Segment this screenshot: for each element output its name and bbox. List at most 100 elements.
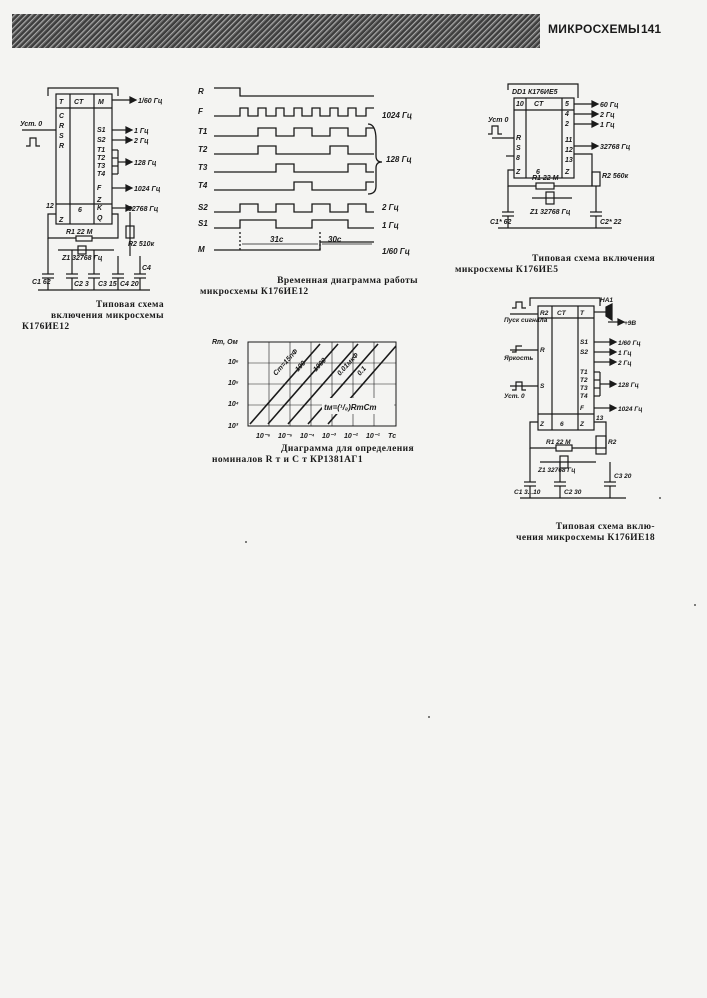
ie5-pin-2: 2	[564, 121, 569, 128]
ie12-label-t: T	[59, 99, 64, 106]
ie12-label-ct: CT	[74, 99, 84, 106]
ie5-comp-r1: R1 22 М	[532, 175, 559, 182]
wave-f	[214, 107, 374, 117]
ie12-comp-r1: R1 22 М	[66, 229, 93, 236]
ie12-label-c: C	[59, 113, 65, 120]
caption-ie5-circuit: Типовая схема включения микросхемы К176И…	[455, 254, 655, 276]
wave-t2	[214, 145, 374, 155]
sig-label-t1: T1	[198, 127, 208, 136]
caption-ie12-line1: Типовая схема	[95, 300, 164, 310]
ie5-comp-c2: C2* 22	[600, 219, 622, 226]
caption-ie18-line1: Типовая схема вклю-	[555, 522, 655, 532]
ie5-pin-11: 11	[565, 137, 572, 144]
ie5-comp-z1: Z1 32768 Гц	[529, 209, 571, 216]
rc-line-label-1000: 1000	[312, 357, 328, 373]
ie18-label-z1: Z	[539, 421, 545, 428]
rc-x-axis-label: Tс	[388, 433, 396, 440]
ie12-input-reset: Уст. 0	[20, 121, 42, 128]
ie18-input-brightness: Яркость	[503, 355, 533, 362]
rc-line-100	[267, 343, 339, 425]
scan-speck	[245, 541, 247, 543]
ie12-label-s: S	[59, 133, 64, 140]
timing-diagram: R F T1 T2 T3 T4 S2 S1 M 1024 Гц 128 Гц 2…	[198, 87, 412, 256]
wave-m	[214, 241, 374, 251]
scan-speck	[659, 497, 661, 499]
ie12-out-1024hz: 1024 Гц	[134, 186, 161, 193]
ie5-pin-4: 4	[564, 111, 569, 118]
ie18-label-s2: S2	[580, 349, 588, 356]
ie18-out-1024hz: 1024 Гц	[618, 406, 642, 413]
sig-label-t3: T3	[198, 163, 208, 172]
ie12-label-r2: R	[59, 143, 64, 150]
rc-x-tick-1e-4: 10⁻⁴	[300, 433, 314, 440]
ie12-comp-c3: C3 15	[98, 281, 117, 288]
rc-line-15pf	[249, 343, 321, 425]
ie12-out-32768hz: 32768 Гц	[128, 206, 159, 213]
ie5-out-2hz: 2 Гц	[599, 112, 615, 119]
sig-label-t2: T2	[198, 145, 208, 154]
ie18-input-start: Пуск сигнала	[504, 317, 548, 324]
ie12-label-t2: T2	[97, 155, 105, 162]
wave-r	[214, 87, 374, 97]
rc-x-tick-1e-6: 10⁻⁶	[256, 433, 270, 440]
sig-label-f: F	[198, 107, 204, 116]
ie12-label-12: 12	[46, 203, 54, 210]
ie12-chip-body	[55, 93, 113, 225]
ie5-label-r: R	[516, 135, 521, 142]
ie5-out-1hz: 1 Гц	[600, 122, 615, 129]
ie18-comp-r2: R2	[608, 439, 617, 446]
ie18-label-13: 13	[596, 415, 604, 422]
ie18-out-2hz: 2 Гц	[617, 360, 632, 367]
ie5-label-s: S	[516, 145, 521, 152]
ie5-out-32768hz: 32768 Гц	[600, 144, 631, 151]
ie18-label-6: 6	[560, 421, 564, 428]
scan-speck	[694, 604, 696, 606]
sig-label-t4: T4	[198, 181, 208, 190]
wave-s1	[214, 219, 374, 229]
ie12-label-m: M	[98, 99, 104, 106]
ie18-label-ha1: HA1	[600, 297, 613, 304]
rc-line-001	[307, 343, 379, 425]
scan-speck	[428, 716, 430, 718]
ie5-input-reset: Уст 0	[488, 117, 508, 124]
timing-label-2hz: 2 Гц	[381, 203, 399, 212]
sig-label-r: R	[198, 87, 204, 96]
caption-ie18-line2: чения микросхемы К176ИЕ18	[516, 533, 655, 543]
ie18-out-9v: +9В	[624, 320, 636, 327]
rc-y-tick-1e6: 10⁶	[228, 359, 239, 366]
sig-label-s1: S1	[198, 219, 208, 228]
ie5-comp-c1: C1* 62	[490, 219, 512, 226]
ie18-label-r: R	[540, 347, 545, 354]
ie5-label-z2: Z	[564, 169, 570, 176]
ie18-comp-r1: R1 22 М	[546, 439, 571, 446]
ie18-label-t3: T3	[580, 385, 588, 392]
ie5-out-60hz: 60 Гц	[600, 102, 619, 109]
ie18-label-t: T	[580, 310, 585, 317]
ie18-label-s1: S1	[580, 339, 588, 346]
ie5-circuit-schematic: DD1 К176ИЕ5 10 CT 5 R 4 S 8 Z Z 2 6 11 1…	[488, 83, 631, 229]
ie5-pin-10: 10	[516, 101, 524, 108]
ie12-out-1-60hz: 1/60 Гц	[138, 98, 163, 105]
ie12-comp-r2: R2 510к	[128, 241, 155, 248]
caption-rc-diagram: Диаграмма для определения номиналов R т …	[212, 444, 414, 466]
rc-x-tick-1e-5: 10⁻⁵	[278, 433, 292, 440]
ie12-label-s2: S2	[97, 137, 106, 144]
caption-ie18-circuit: Типовая схема вклю- чения микросхемы К17…	[480, 522, 655, 544]
rc-line-label-100: 100	[294, 360, 307, 373]
ie18-label-s: S	[540, 383, 545, 390]
rc-y-tick-1e4: 10⁴	[228, 401, 239, 408]
timing-label-128hz: 128 Гц	[386, 155, 412, 164]
ie18-comp-z1: Z1 32768 Гц	[537, 467, 575, 474]
ie12-comp-c2: C2 3	[74, 281, 89, 288]
ie18-label-r2: R2	[540, 310, 549, 317]
ie12-comp-z1: Z1 32768 Гц	[61, 255, 103, 262]
ie18-label-f: F	[580, 405, 585, 412]
caption-ie12-line3: К176ИЕ12	[22, 322, 70, 332]
ie12-out-1hz: 1 Гц	[134, 128, 149, 135]
ie12-label-z2: Z	[96, 197, 102, 204]
ie5-label-ct: CT	[534, 101, 544, 108]
caption-rc-line2: номиналов R т и C т КР1381АГ1	[212, 455, 363, 465]
ie12-comp-c4: C4 20	[120, 281, 139, 288]
ie12-comp-c4-label: C4	[142, 265, 151, 272]
ie18-comp-c3: C3 20	[614, 473, 632, 480]
